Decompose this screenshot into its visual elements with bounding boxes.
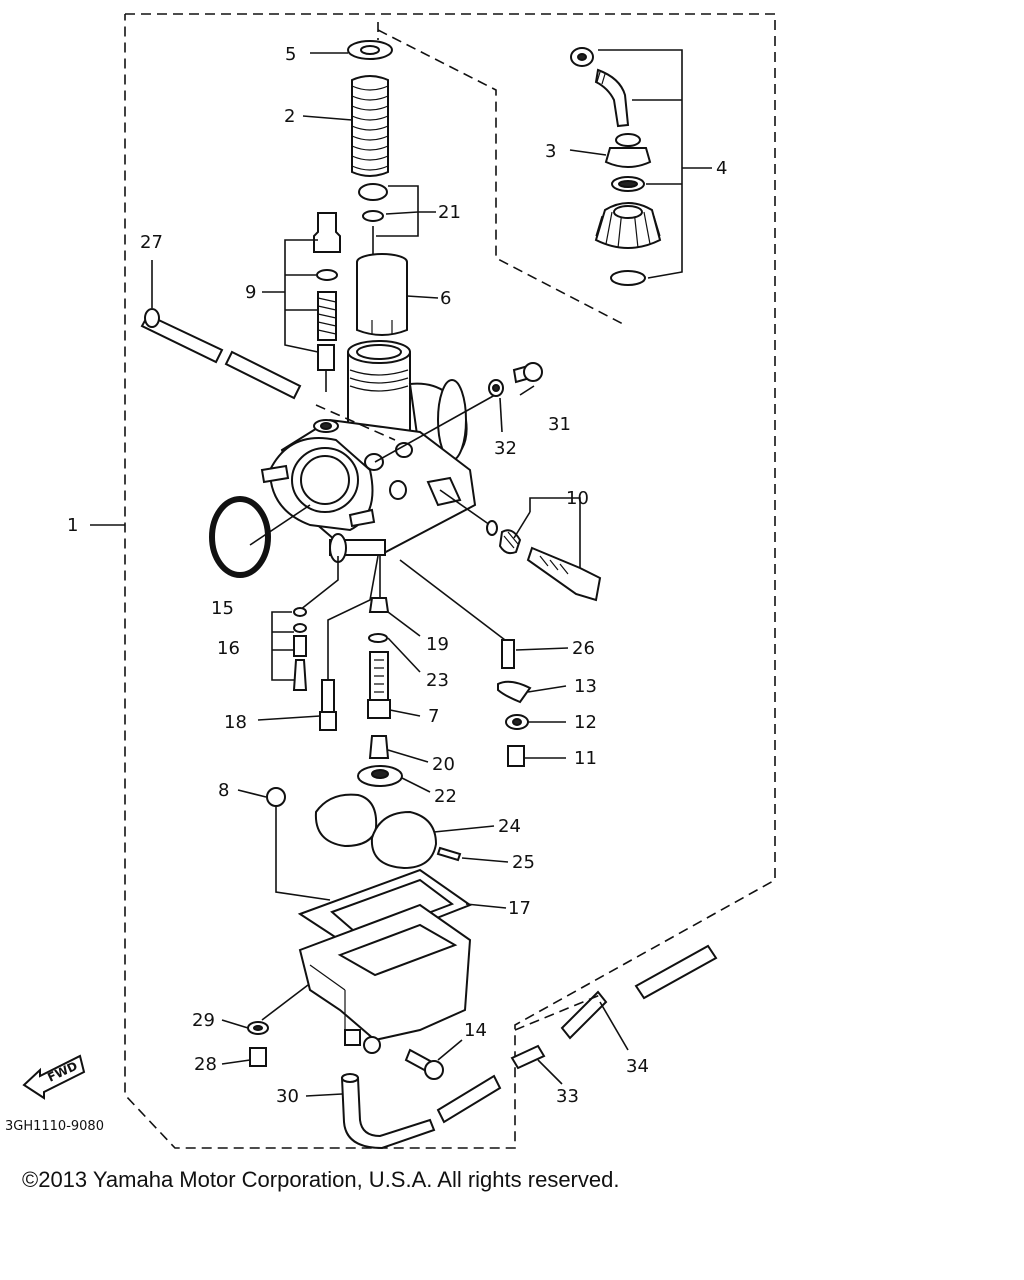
callout-19: 19 bbox=[426, 634, 449, 655]
part-10-throttle-stop-screw bbox=[486, 520, 602, 602]
part-23-o-ring bbox=[368, 633, 388, 643]
callout-3: 3 bbox=[545, 141, 556, 162]
callout-18: 18 bbox=[224, 712, 247, 733]
callout-17: 17 bbox=[508, 898, 531, 919]
callout-33: 33 bbox=[556, 1086, 579, 1107]
part-20-main-jet bbox=[368, 735, 390, 759]
part-4-top-cap bbox=[594, 202, 662, 286]
part-33-hose-joint bbox=[510, 1044, 546, 1070]
part-26-drain-fitting bbox=[501, 639, 515, 669]
callout-6: 6 bbox=[440, 288, 451, 309]
callout-29: 29 bbox=[192, 1010, 215, 1031]
callout-2: 2 bbox=[284, 106, 295, 127]
part-28-drain-screw bbox=[249, 1047, 267, 1067]
part-2-spring bbox=[351, 75, 389, 177]
part-27-vent-pipe bbox=[140, 308, 302, 400]
callout-21: 21 bbox=[438, 202, 461, 223]
callout-13: 13 bbox=[574, 676, 597, 697]
part-22-baffle bbox=[357, 765, 403, 787]
part-6-throttle-valve bbox=[356, 253, 408, 336]
part-18-pilot-jet bbox=[319, 679, 337, 731]
callout-32: 32 bbox=[494, 438, 517, 459]
copyright-notice: ©2013 Yamaha Motor Corporation, U.S.A. A… bbox=[22, 1167, 620, 1192]
float-bowl bbox=[298, 903, 472, 1054]
callout-10: 10 bbox=[566, 488, 589, 509]
callout-7: 7 bbox=[428, 706, 439, 727]
callout-14: 14 bbox=[464, 1020, 487, 1041]
part-24-float bbox=[314, 793, 438, 870]
callout-24: 24 bbox=[498, 816, 521, 837]
fwd-arrow-icon: FWD bbox=[22, 1054, 86, 1100]
part-11-screw bbox=[507, 745, 525, 767]
part-5-washer bbox=[347, 22, 393, 60]
callout-12: 12 bbox=[574, 712, 597, 733]
callout-numbers: 5 2 3 4 21 27 9 6 31 32 10 1 15 19 16 26… bbox=[67, 44, 727, 1107]
callout-31: 31 bbox=[548, 414, 571, 435]
part-19-needle-jet-fitting bbox=[368, 597, 390, 613]
callout-16: 16 bbox=[217, 638, 240, 659]
part-31-screw bbox=[512, 362, 543, 384]
part-8-screw bbox=[266, 787, 286, 818]
callout-8: 8 bbox=[218, 780, 229, 801]
callout-25: 25 bbox=[512, 852, 535, 873]
callout-34: 34 bbox=[626, 1056, 649, 1077]
part-12-nut bbox=[505, 714, 529, 730]
callout-22: 22 bbox=[434, 786, 457, 807]
callout-15: 15 bbox=[211, 598, 234, 619]
callout-leaders bbox=[90, 52, 607, 1097]
callout-23: 23 bbox=[426, 670, 449, 691]
part-7-needle-jet bbox=[367, 651, 391, 719]
part-21-clip-set bbox=[358, 183, 388, 260]
callout-20: 20 bbox=[432, 754, 455, 775]
part-29-washer bbox=[247, 1021, 269, 1035]
part-4-cable-adjuster bbox=[570, 47, 630, 128]
callout-5: 5 bbox=[285, 44, 296, 65]
callout-11: 11 bbox=[574, 748, 597, 769]
part-34-overflow-hose bbox=[560, 944, 718, 1040]
part-15-o-ring bbox=[209, 496, 271, 578]
part-9-starter-plunger bbox=[313, 212, 341, 392]
callout-26: 26 bbox=[572, 638, 595, 659]
part-25-float-pin bbox=[436, 846, 462, 862]
callout-30: 30 bbox=[276, 1086, 299, 1107]
assembly-boundary bbox=[124, 13, 776, 1149]
part-3-cap bbox=[604, 133, 652, 192]
callout-4: 4 bbox=[716, 158, 727, 179]
part-13-bracket bbox=[497, 680, 532, 704]
part-32-washer bbox=[488, 379, 504, 397]
callout-9: 9 bbox=[245, 282, 256, 303]
part-16-pilot-screw-set bbox=[292, 607, 308, 691]
carburetor-body bbox=[260, 340, 477, 563]
part-30-drain-hose bbox=[340, 1073, 436, 1150]
callout-27: 27 bbox=[140, 232, 163, 253]
part-14-screw bbox=[404, 1048, 444, 1080]
hose-segment bbox=[436, 1074, 502, 1124]
callout-28: 28 bbox=[194, 1054, 217, 1075]
drawing-code: 3GH1110-9080 bbox=[5, 1119, 104, 1134]
callout-1: 1 bbox=[67, 515, 78, 536]
